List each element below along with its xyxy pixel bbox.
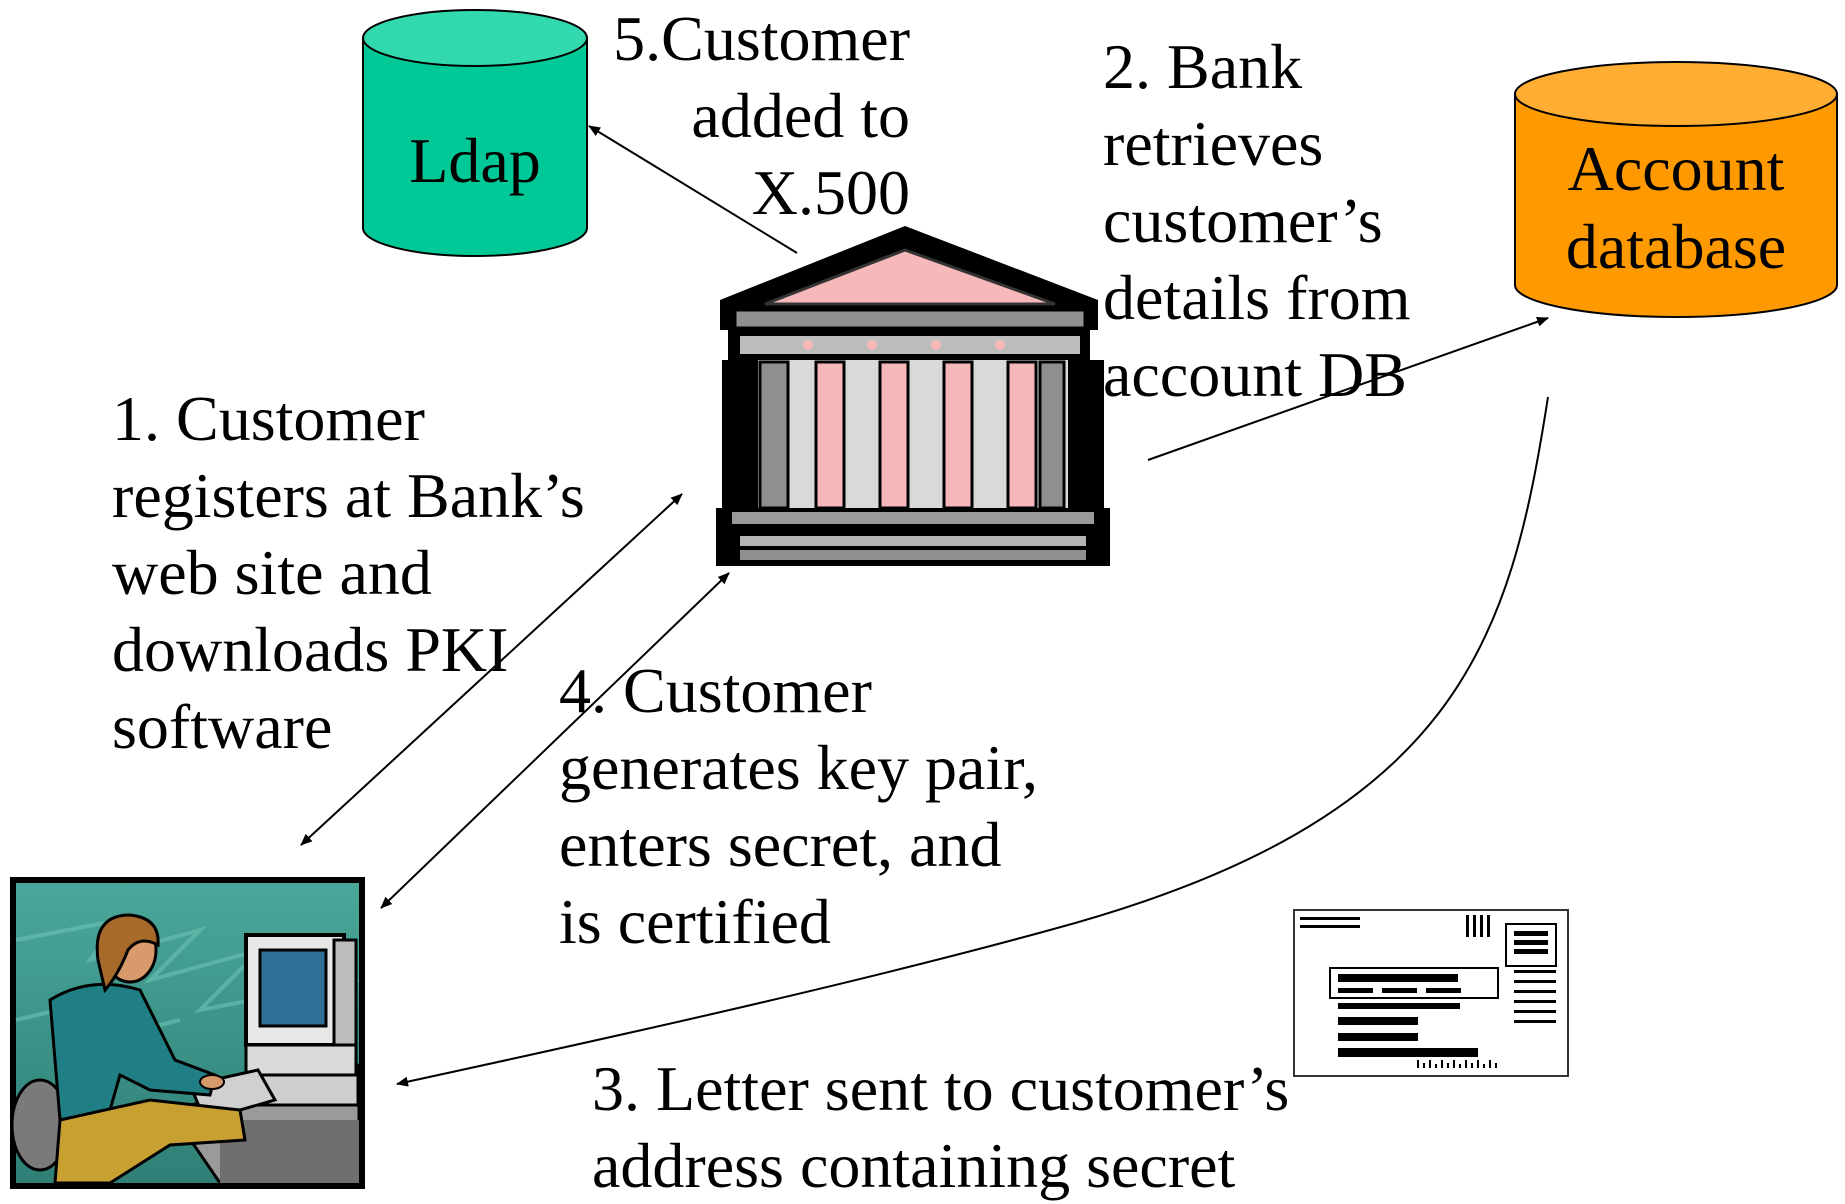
- step2-line3: customer’s: [1103, 185, 1383, 256]
- step5-line1: 5.Customer: [613, 3, 910, 74]
- step2-line2: retrieves: [1103, 108, 1324, 179]
- step1-line5: software: [112, 691, 333, 762]
- arrow-bank-to-account-db: [1147, 316, 1549, 461]
- envelope-letter-icon: [1293, 909, 1569, 1077]
- step2-line1: 2. Bank: [1103, 31, 1303, 102]
- arrow-letter-to-customer: [396, 396, 1549, 1087]
- step4-label: 4. Customer generates key pair, enters s…: [559, 652, 1038, 960]
- account-database-label-line1: Account: [1568, 133, 1785, 204]
- step5-label: 5.Customer added to X.500: [600, 0, 910, 231]
- step4-line4: is certified: [559, 886, 831, 957]
- step1-line2: registers at Bank’s: [112, 460, 585, 531]
- step5-line3: X.500: [751, 157, 910, 228]
- step3-label: 3. Letter sent to customer’s address con…: [592, 1050, 1289, 1204]
- bank-building-icon: [716, 226, 1110, 566]
- ldap-database: Ldap: [362, 9, 588, 257]
- step1-line4: downloads PKI: [112, 614, 509, 685]
- account-database: Account database: [1514, 61, 1838, 318]
- person-at-computer-icon: [10, 877, 365, 1189]
- step2-line4: details from: [1103, 262, 1411, 333]
- arrow-bank-to-ldap: [588, 125, 798, 254]
- step3-line1: 3. Letter sent to customer’s: [592, 1053, 1290, 1124]
- step3-line2: address containing secret: [592, 1130, 1236, 1201]
- step5-line2: added to: [691, 80, 910, 151]
- arrow-customer-bank-certification: [380, 572, 730, 909]
- step4-line2: generates key pair,: [559, 732, 1038, 803]
- step4-line1: 4. Customer: [559, 655, 872, 726]
- account-database-label-line2: database: [1566, 211, 1786, 282]
- step1-line1: 1. Customer: [112, 383, 425, 454]
- step1-label: 1. Customer registers at Bank’s web site…: [112, 380, 585, 765]
- step4-line3: enters secret, and: [559, 809, 1002, 880]
- step1-line3: web site and: [112, 537, 432, 608]
- ldap-label: Ldap: [409, 125, 541, 196]
- step2-label: 2. Bank retrieves customer’s details fro…: [1103, 28, 1410, 413]
- step2-line5: account DB: [1103, 339, 1407, 410]
